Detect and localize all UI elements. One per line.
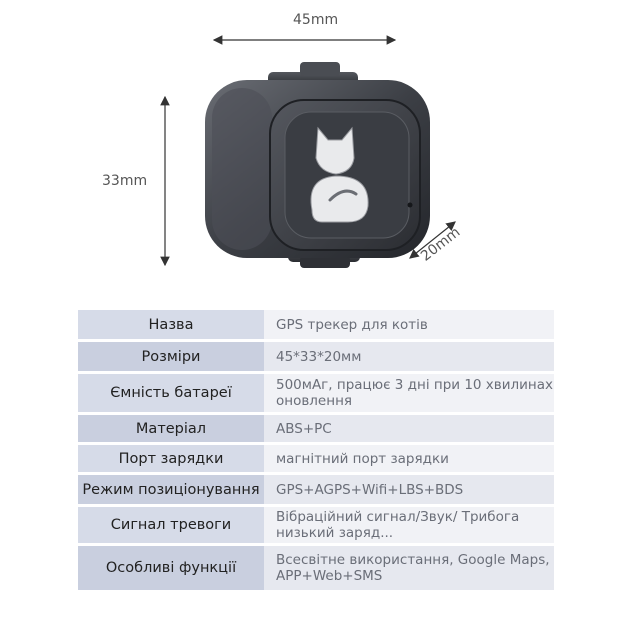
spec-value: магнітний порт зарядки bbox=[264, 445, 554, 472]
spec-row-name: Назва GPS трекер для котів bbox=[78, 310, 554, 339]
spec-key: Особливі функції bbox=[78, 546, 264, 590]
spec-value: Вібраційний сигнал/Звук/ Трибога низький… bbox=[264, 507, 554, 543]
spec-key: Порт зарядки bbox=[78, 445, 264, 472]
spec-row-alarm: Сигнал тревоги Вібраційний сигнал/Звук/ … bbox=[78, 507, 554, 543]
spec-key: Назва bbox=[78, 310, 264, 339]
cat-logo-icon bbox=[310, 126, 369, 223]
spec-row-size: Розміри 45*33*20мм bbox=[78, 342, 554, 371]
spec-row-material: Матеріал ABS+PC bbox=[78, 415, 554, 442]
spec-row-features: Особливі функції Всесвітне використання,… bbox=[78, 546, 554, 590]
spec-row-positioning: Режим позиціонування GPS+AGPS+Wifi+LBS+B… bbox=[78, 475, 554, 504]
spec-row-charging-port: Порт зарядки магнітний порт зарядки bbox=[78, 445, 554, 472]
width-label: 45mm bbox=[293, 12, 339, 28]
spec-value: ABS+PC bbox=[264, 415, 554, 442]
spec-value: 45*33*20мм bbox=[264, 342, 554, 371]
spec-value: GPS трекер для котів bbox=[264, 310, 554, 339]
product-illustration: 45mm 33mm 20mm bbox=[0, 0, 630, 300]
spec-key: Режим позиціонування bbox=[78, 475, 264, 504]
spec-key: Ємність батареї bbox=[78, 374, 264, 412]
height-label: 33mm bbox=[102, 173, 148, 189]
gps-tracker-device-image bbox=[160, 35, 456, 268]
spec-value: GPS+AGPS+Wifi+LBS+BDS bbox=[264, 475, 554, 504]
spec-key: Розміри bbox=[78, 342, 264, 371]
spec-table: Назва GPS трекер для котів Розміри 45*33… bbox=[78, 310, 554, 593]
spec-key: Сигнал тревоги bbox=[78, 507, 264, 543]
spec-key: Матеріал bbox=[78, 415, 264, 442]
spec-value: Всесвітне використання, Google Maps, APP… bbox=[264, 546, 554, 590]
depth-dimension-line bbox=[409, 221, 456, 259]
spec-value: 500мАг, працює 3 дні при 10 хвилинах оно… bbox=[264, 374, 554, 412]
spec-row-battery: Ємність батареї 500мАг, працює 3 дні при… bbox=[78, 374, 554, 412]
indicator-light bbox=[407, 202, 413, 208]
